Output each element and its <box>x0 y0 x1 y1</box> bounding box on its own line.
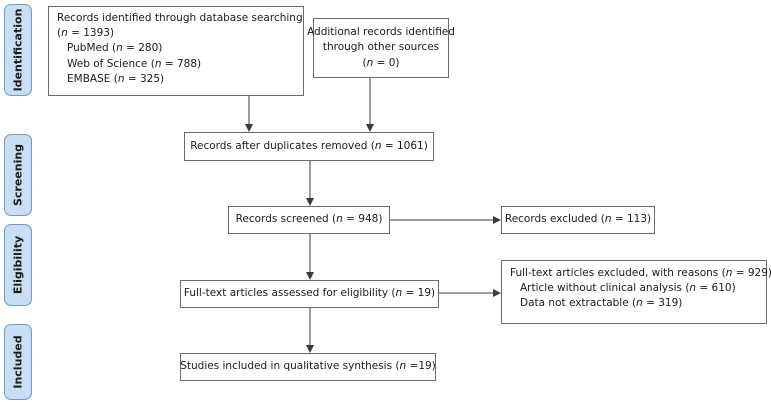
database-total: (n = 1393) <box>57 27 115 40</box>
box-other-sources: Additional records identified through ot… <box>307 18 455 78</box>
database-title: Records identified through database sear… <box>57 12 303 24</box>
box-records-excluded: Records excluded (n = 113) <box>501 206 655 234</box>
box-database-search: Records identified through database sear… <box>48 6 304 96</box>
other-line2: through other sources <box>322 41 440 54</box>
fulltext-excluded-title: Full-text articles excluded, with reason… <box>510 267 771 279</box>
box-fulltext-excluded: Full-text articles excluded, with reason… <box>501 260 771 324</box>
box-fulltext-assessed: Full-text articles assessed for eligibil… <box>180 280 439 308</box>
other-line1: Additional records identified <box>307 26 455 39</box>
reason-no-clinical-analysis: Article without clinical analysis (n = 6… <box>520 282 736 295</box>
phase-screening: Screening <box>4 134 32 216</box>
phase-eligibility: Eligibility <box>4 224 32 306</box>
box-studies-included: Studies included in qualitative synthesi… <box>180 353 436 381</box>
database-embase: EMBASE (n = 325) <box>67 72 165 85</box>
reason-data-not-extractable: Data not extractable (n = 319) <box>520 297 683 310</box>
box-duplicates-removed: Records after duplicates removed (n = 10… <box>184 132 434 161</box>
other-count: (n = 0) <box>362 56 400 69</box>
database-pubmed: PubMed (n = 280) <box>67 42 163 55</box>
phase-identification: Identification <box>4 4 32 96</box>
phase-included: Included <box>4 324 32 400</box>
database-wos: Web of Science (n = 788) <box>67 57 202 70</box>
box-records-screened: Records screened (n = 948) <box>228 206 390 234</box>
